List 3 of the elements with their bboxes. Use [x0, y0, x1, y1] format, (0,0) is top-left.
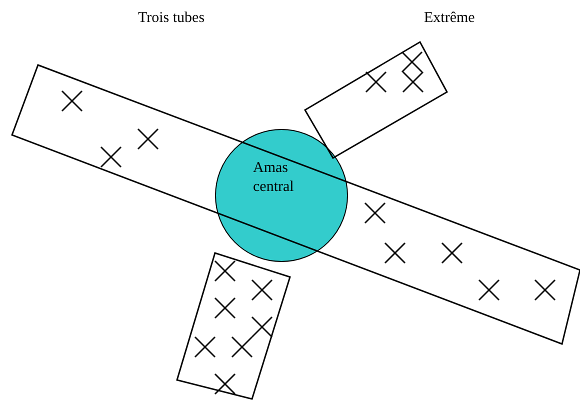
- node-label: Amas central: [253, 159, 295, 197]
- caption-text: Extrême: [424, 10, 475, 27]
- caption-text: Trois tubes: [138, 10, 205, 27]
